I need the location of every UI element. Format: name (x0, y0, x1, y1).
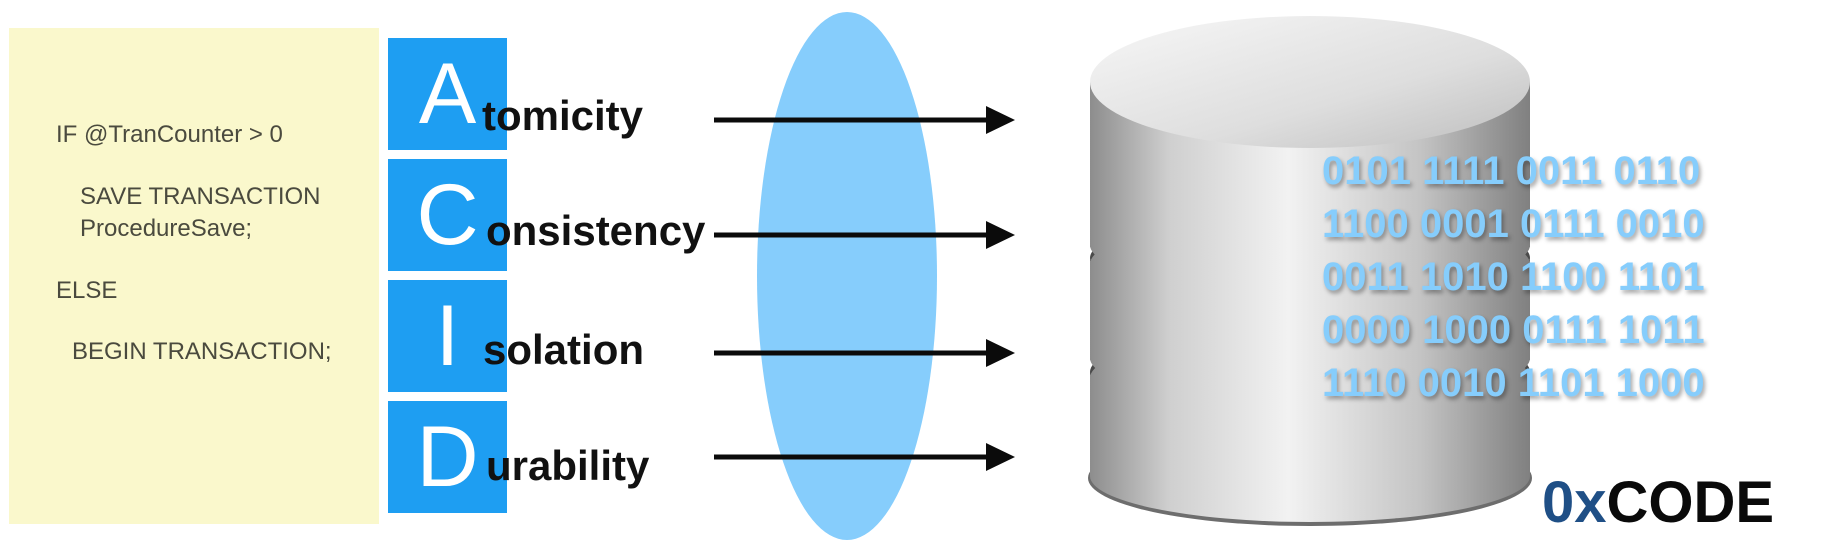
database-icon (1088, 16, 1532, 526)
acid-letter-d: D (388, 401, 507, 513)
binary-row: 1110 0010 1101 1000 (1322, 361, 1705, 405)
code-panel (9, 28, 379, 524)
binary-row: 0011 1010 1100 1101 (1322, 255, 1705, 299)
binary-data: 0101 1111 0011 0110 1100 0001 0111 0010 00… (1322, 145, 1705, 410)
arrow-right-icon (714, 106, 1015, 134)
filter-lens (757, 12, 937, 540)
acid-word-durability: urability (486, 442, 650, 489)
binary-row: 0000 1000 0111 1011 (1322, 308, 1705, 352)
arrow-right-icon (714, 339, 1015, 367)
code-line-procedure: ProcedureSave; (80, 215, 253, 242)
binary-row: 1100 0001 0111 0010 (1322, 202, 1705, 246)
acid-word-consistency: onsistency (486, 207, 706, 254)
arrow-right-icon (714, 443, 1015, 471)
acid-letter-a: A (388, 38, 507, 150)
acid-letter-c: C (388, 159, 507, 271)
binary-row: 0101 1111 0011 0110 (1322, 149, 1701, 193)
brand-logo: 0xCODE (1542, 470, 1774, 536)
arrow-right-icon (714, 221, 1015, 249)
acid-letter-i: I (388, 280, 507, 392)
code-line-save: SAVE TRANSACTION (80, 183, 321, 210)
brand-name: CODE (1606, 470, 1775, 535)
acid-word-isolation: solation (483, 326, 645, 373)
code-line-if: IF @TranCounter > 0 (56, 121, 283, 148)
code-line-begin: BEGIN TRANSACTION; (72, 338, 332, 365)
code-line-else: ELSE (56, 277, 118, 304)
acid-word-atomicity: tomicity (482, 92, 644, 139)
brand-prefix: 0x (1542, 470, 1607, 535)
